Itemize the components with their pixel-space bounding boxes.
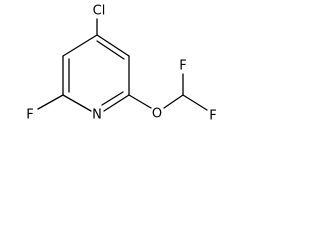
- bond-c4-c5: [96, 34, 130, 57]
- bond-c6-o: [128, 94, 152, 109]
- bond-c4-c3: [62, 34, 98, 57]
- atom-fluorine-ring: F: [26, 108, 33, 123]
- bond-o-ch: [163, 94, 184, 109]
- bond-c4-c5-inner: [96, 40, 125, 60]
- bond-c2-n: [62, 94, 92, 112]
- structure-diagram: Cl F N O F F: [26, 4, 216, 124]
- atom-nitrogen: N: [92, 108, 102, 123]
- bond-c6-n-inner: [101, 91, 124, 106]
- atom-fluorine-bottom: F: [209, 109, 216, 124]
- atom-fluorine-top: F: [179, 59, 186, 74]
- bond-c6-n: [103, 94, 130, 112]
- bond-c2-f: [37, 94, 64, 110]
- atom-chlorine: Cl: [93, 4, 106, 19]
- pyridine-ring: [62, 34, 130, 112]
- bond-ch-f-bottom: [182, 94, 208, 111]
- atom-oxygen: O: [152, 107, 162, 122]
